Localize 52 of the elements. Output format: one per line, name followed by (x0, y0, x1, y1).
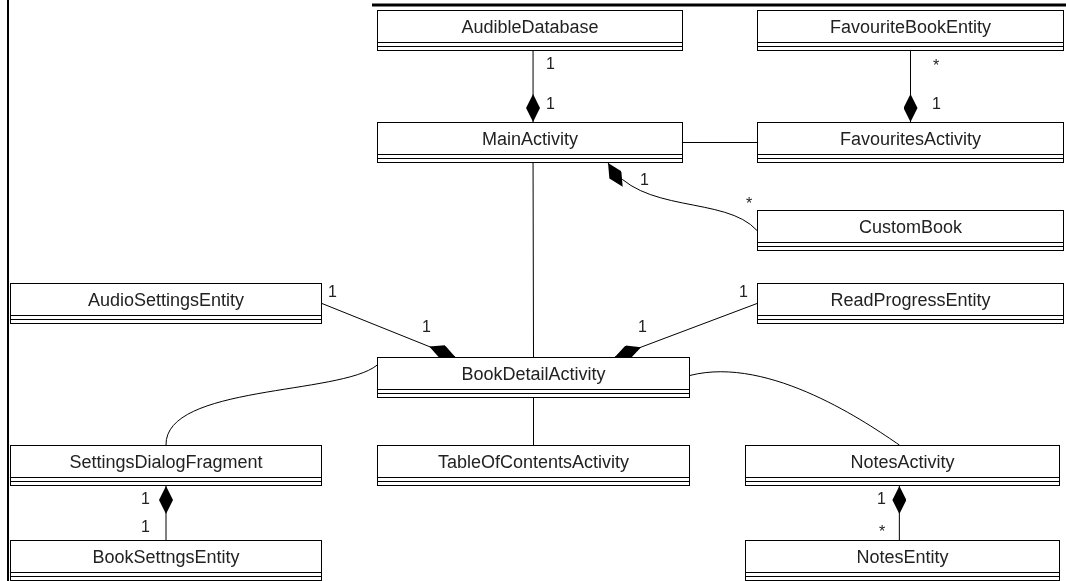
association-line (533, 397, 534, 446)
composition-line (321, 303, 456, 359)
association-line (689, 371, 900, 446)
association-line (532, 162, 534, 358)
multiplicity-label: * (933, 58, 940, 74)
class-box (10, 540, 322, 581)
multiplicity-label: 1 (546, 56, 555, 72)
multiplicity-label: 1 (141, 519, 150, 535)
composition-line (159, 485, 173, 541)
class-box (757, 210, 1064, 251)
class-name: CustomBook (858, 217, 962, 236)
class-name: FavouriteBookEntity (829, 17, 992, 36)
multiplicity-label: 1 (546, 96, 555, 112)
class-box (757, 283, 1064, 324)
composition-line (892, 485, 907, 541)
composition-line (614, 303, 758, 359)
composition-line (526, 50, 541, 123)
class-name: ReadProgressEntity (830, 290, 991, 309)
class-box (377, 122, 683, 163)
class-name: BookSettngsEntity (92, 547, 240, 566)
composition-line (903, 50, 918, 123)
multiplicity-label: 1 (422, 319, 431, 335)
class-box (377, 10, 683, 51)
class-box (10, 445, 322, 486)
association-line (165, 364, 378, 446)
multiplicity-label: * (746, 196, 753, 212)
class-box (10, 283, 322, 324)
class-name: NotesEntity (856, 547, 949, 566)
multiplicity-label: 1 (932, 96, 941, 112)
multiplicity-label: 1 (640, 172, 649, 188)
multiplicity-label: 1 (877, 491, 886, 507)
multiplicity-label: * (879, 524, 886, 540)
class-name: FavouritesActivity (839, 129, 981, 148)
composition-line (607, 162, 758, 231)
class-name: AudioSettingsEntity (87, 290, 245, 309)
class-name: AudibleDatabase (461, 17, 599, 36)
multiplicity-label: 1 (141, 491, 150, 507)
class-box (377, 357, 690, 398)
multiplicity-label: 1 (739, 284, 748, 300)
association-line (682, 142, 758, 143)
class-name: BookDetailActivity (461, 364, 606, 383)
class-name: SettingsDialogFragment (69, 452, 263, 471)
class-box (757, 122, 1064, 163)
class-box (757, 10, 1064, 51)
class-box (377, 445, 690, 486)
class-name: NotesActivity (850, 452, 955, 471)
class-name: MainActivity (482, 129, 578, 148)
multiplicity-label: 1 (328, 284, 337, 300)
class-box (745, 445, 1060, 486)
class-box (745, 540, 1060, 581)
class-name: TableOfContentsActivity (437, 452, 630, 471)
multiplicity-label: 1 (638, 319, 647, 335)
